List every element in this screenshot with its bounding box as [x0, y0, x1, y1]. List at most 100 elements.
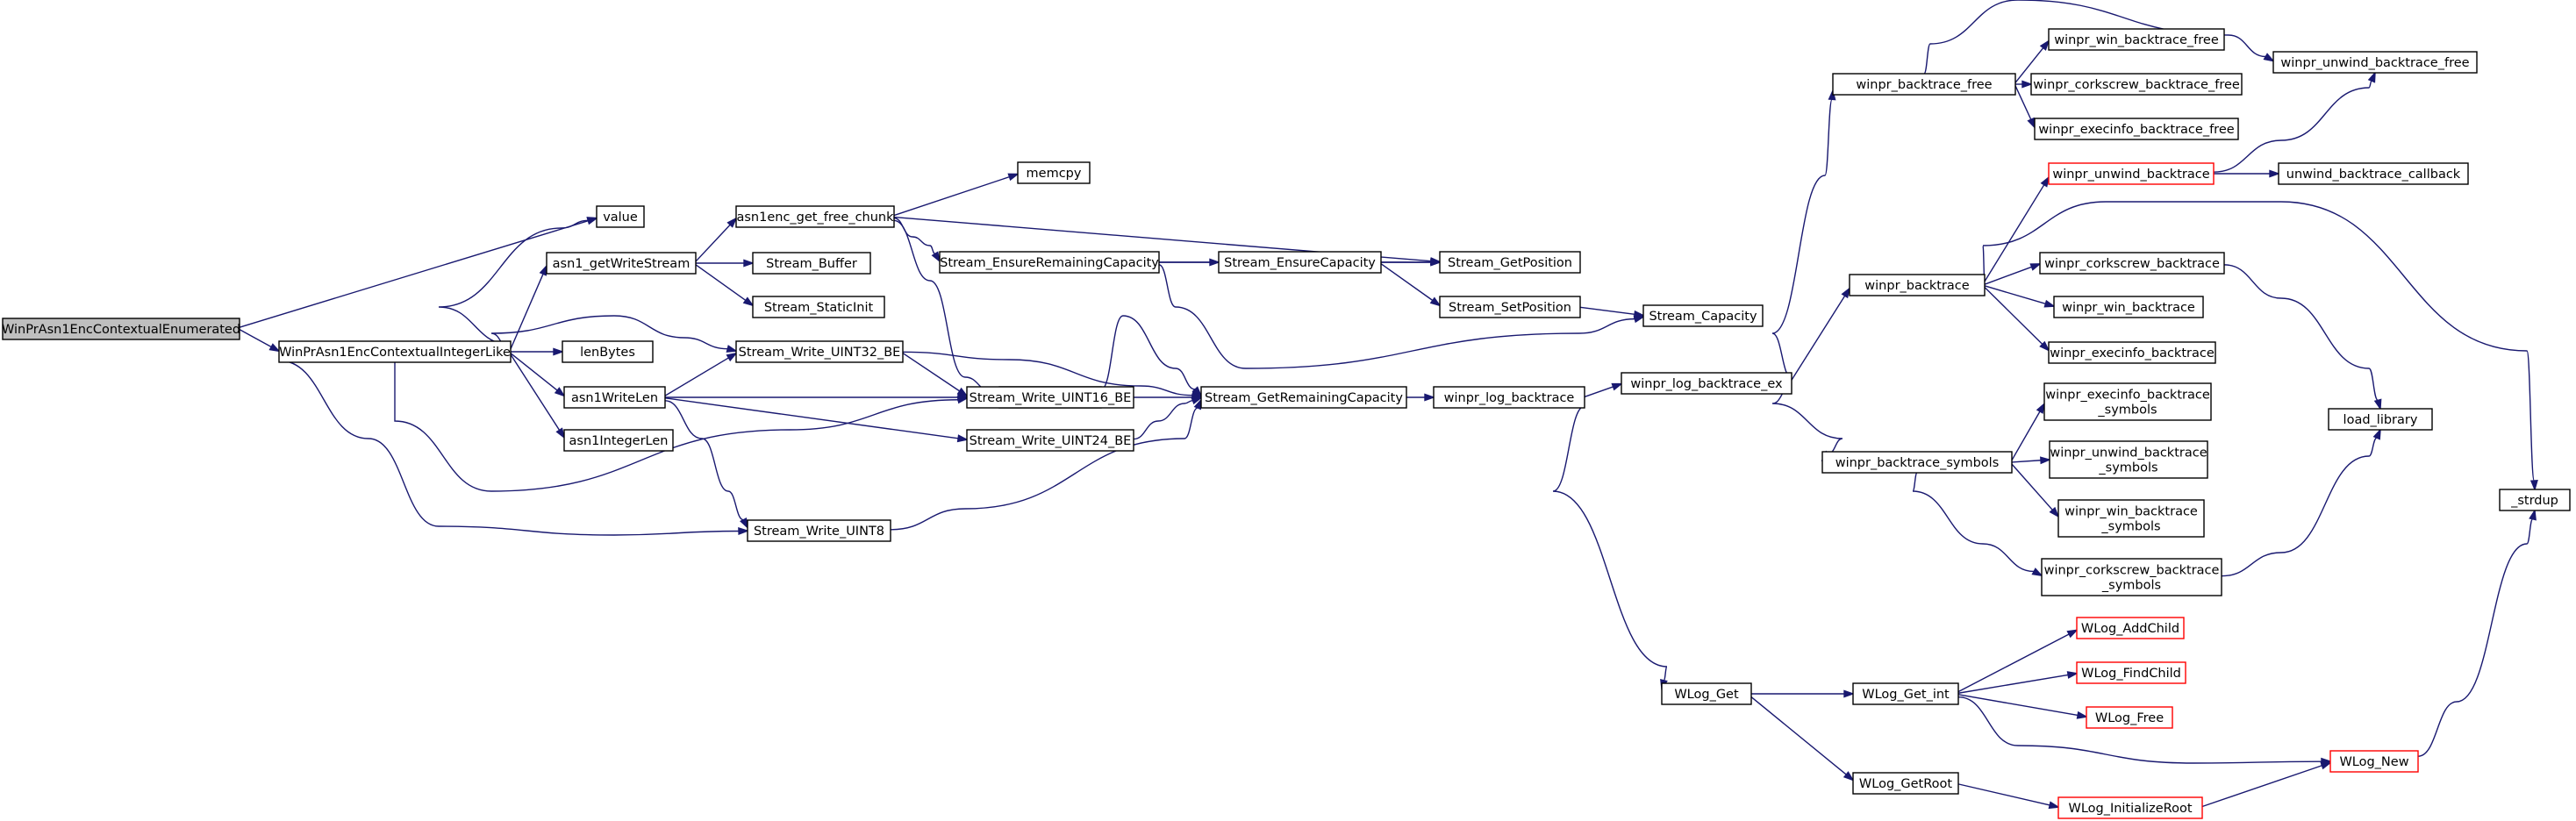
node-root[interactable]: WinPrAsn1EncContextualEnumerated [2, 318, 240, 340]
node-label: WLog_Get [1674, 688, 1739, 702]
node-chunk[interactable]: asn1enc_get_free_chunk [735, 205, 895, 228]
node-label: WinPrAsn1EncContextualIntegerLike [279, 346, 511, 360]
node-memcpy[interactable]: memcpy [1017, 161, 1091, 184]
edge-corkbt-to-loadlib [2223, 264, 2382, 411]
node-execbt[interactable]: winpr_execinfo_backtrace [2048, 341, 2216, 364]
edge-line [239, 220, 589, 328]
node-corkbtfree[interactable]: winpr_corkscrew_backtrace_free [2030, 73, 2243, 96]
node-unwcb[interactable]: unwind_backtrace_callback [2278, 162, 2469, 185]
arrowhead-icon [2048, 801, 2061, 810]
node-initroot[interactable]: WLog_InitializeRoot [2057, 796, 2203, 819]
edge-wlogget-to-wloggetroot [1750, 696, 1855, 782]
node-getpos[interactable]: Stream_GetPosition [1439, 251, 1581, 274]
node-label: winpr_backtrace_symbols [1835, 456, 2000, 470]
arrowhead-icon [738, 527, 750, 535]
arrowhead-icon [1430, 258, 1442, 267]
edge-writelen-to-w8 [664, 400, 748, 530]
arrowhead-icon [726, 217, 738, 228]
arrowhead-icon [2529, 508, 2537, 521]
node-unwfree[interactable]: winpr_unwind_backtrace_free [2272, 51, 2478, 74]
node-label: winpr_unwind_backtrace [2050, 446, 2207, 460]
node-value[interactable]: value [596, 205, 645, 228]
node-findchild[interactable]: WLog_FindChild [2076, 661, 2186, 684]
arrowhead-icon [2529, 480, 2538, 492]
node-strdup[interactable]: _strdup [2499, 489, 2571, 511]
node-box [1852, 772, 1959, 795]
node-corksym[interactable]: winpr_corkscrew_backtrace_symbols [2041, 558, 2222, 596]
edge-w32-to-w16 [902, 353, 969, 397]
arrowhead-icon [268, 343, 281, 353]
edge-ensrem-to-enscap [1159, 258, 1221, 267]
node-btsym[interactable]: winpr_backtrace_symbols [1821, 451, 2013, 474]
edge-line [893, 175, 1010, 217]
edge-wloggetint-to-wlogfree [1957, 694, 2089, 719]
node-logbt[interactable]: winpr_log_backtrace [1433, 386, 1585, 409]
node-getws[interactable]: asn1_getWriteStream [546, 252, 697, 275]
node-scap[interactable]: Stream_Capacity [1642, 304, 1764, 327]
arrowhead-icon [2372, 428, 2381, 440]
node-btfree[interactable]: winpr_backtrace_free [1832, 73, 2016, 96]
node-logbtex[interactable]: winpr_log_backtrace_ex [1621, 372, 1792, 395]
edge-writelen-to-w24 [664, 397, 970, 443]
node-box [966, 386, 1134, 409]
edge-line [1771, 98, 1833, 379]
edge-line [1791, 295, 1846, 381]
arrowhead-icon [1191, 396, 1204, 405]
node-execbtfree[interactable]: winpr_execinfo_backtrace_free [2034, 118, 2239, 140]
edge-intlike-to-value [438, 217, 599, 346]
node-label: winpr_backtrace [1864, 279, 1969, 293]
node-wloggetroot[interactable]: WLog_GetRoot [1852, 772, 1959, 795]
edge-logbtex-to-btsym [1771, 384, 1843, 462]
node-writelen[interactable]: asn1WriteLen [563, 386, 666, 409]
node-corkbt[interactable]: winpr_corkscrew_backtrace [2039, 252, 2225, 275]
node-winsym[interactable]: winpr_win_backtrace_symbols [2057, 499, 2205, 538]
arrowhead-icon [2029, 263, 2042, 271]
arrowhead-icon [740, 517, 748, 530]
node-label: winpr_execinfo_backtrace_free [2038, 123, 2234, 137]
edge-line [1552, 405, 1668, 682]
node-wlognew[interactable]: WLog_New [2329, 750, 2419, 773]
node-execsym[interactable]: winpr_execinfo_backtrace_symbols [2043, 382, 2212, 421]
node-lenbytes[interactable]: lenBytes [562, 340, 654, 363]
node-box [1218, 251, 1382, 274]
arrowhead-icon [1191, 386, 1203, 397]
node-intlike[interactable]: WinPrAsn1EncContextualIntegerLike [278, 340, 512, 363]
node-w8[interactable]: Stream_Write_UINT8 [747, 519, 891, 542]
edge-bt-to-unwbt [1984, 175, 2050, 282]
arrowhead-icon [1209, 258, 1221, 267]
node-sstatic[interactable]: Stream_StaticInit [752, 296, 885, 318]
node-box [1439, 296, 1581, 318]
edge-line [2223, 264, 2379, 402]
node-w16[interactable]: Stream_Write_UINT16_BE [966, 386, 1134, 409]
node-unwsym[interactable]: winpr_unwind_backtrace_symbols [2049, 440, 2208, 479]
node-wlogget[interactable]: WLog_Get [1661, 682, 1752, 705]
node-enscap[interactable]: Stream_EnsureCapacity [1218, 251, 1382, 274]
node-getrem[interactable]: Stream_GetRemainingCapacity [1200, 386, 1407, 409]
node-ensrem[interactable]: Stream_EnsureRemainingCapacity [939, 251, 1160, 274]
edge-line [510, 353, 561, 431]
node-label: Stream_EnsureRemainingCapacity [940, 256, 1159, 270]
arrowhead-icon [2021, 80, 2034, 89]
node-sbuffer[interactable]: Stream_Buffer [752, 252, 871, 275]
edge-line [893, 219, 992, 393]
node-winbtfree[interactable]: winpr_win_backtrace_free [2048, 28, 2225, 51]
node-wlogfree[interactable]: WLog_Free [2086, 706, 2173, 729]
node-loadlib[interactable]: load_library [2328, 408, 2433, 431]
node-label: WLog_FindChild [2081, 667, 2181, 681]
node-w32[interactable]: Stream_Write_UINT32_BE [735, 340, 904, 363]
node-wloggetint[interactable]: WLog_Get_int [1852, 682, 1959, 705]
node-winbt[interactable]: winpr_win_backtrace [2053, 296, 2204, 318]
node-box [2, 318, 240, 340]
node-intlen[interactable]: asn1IntegerLen [563, 429, 674, 452]
arrowhead-icon [2269, 169, 2281, 178]
node-label: Stream_Write_UINT24_BE [970, 434, 1132, 448]
node-label: winpr_execinfo_backtrace [2045, 389, 2210, 403]
node-addchild[interactable]: WLog_AddChild [2076, 617, 2185, 639]
node-setpos[interactable]: Stream_SetPosition [1439, 296, 1581, 318]
node-box [563, 429, 674, 452]
node-unwbt[interactable]: winpr_unwind_backtrace [2048, 162, 2215, 185]
node-w24[interactable]: Stream_Write_UINT24_BE [966, 429, 1134, 452]
arrowhead-icon [539, 264, 547, 276]
edge-getws-to-chunk [695, 217, 738, 262]
node-bt[interactable]: winpr_backtrace [1849, 274, 1986, 296]
